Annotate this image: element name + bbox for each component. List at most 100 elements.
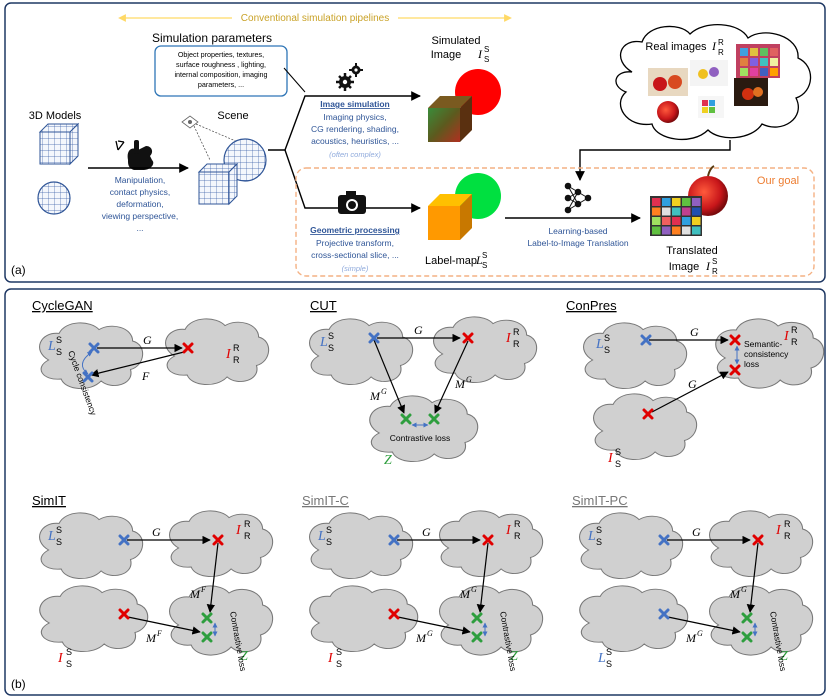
manip-line: Manipulation,: [115, 175, 166, 185]
color-swatch: [662, 207, 671, 216]
op-arrow: [434, 340, 469, 414]
sym-main: L: [595, 337, 604, 352]
green-x-mark: [201, 631, 213, 643]
cloud: [439, 585, 544, 656]
sym-main: L: [47, 529, 56, 544]
translated-sup: S: [712, 257, 717, 266]
op-main: M: [685, 631, 697, 645]
real-image-thumbnails: [648, 44, 780, 123]
color-swatch: [692, 198, 701, 206]
sym-sup: S: [596, 525, 602, 535]
color-swatch: [692, 217, 701, 225]
op-sup: F: [156, 629, 162, 638]
op-label: G: [692, 525, 701, 539]
sym-sub: R: [233, 355, 240, 365]
manip-line: viewing perspective,: [102, 211, 179, 221]
to-image-sim-arrow: [268, 91, 421, 151]
green-x-mark: [471, 612, 483, 624]
method-conpres: ConPres L S S I R R I S S G G Semantic- …: [566, 298, 825, 469]
sym-main: I: [225, 347, 232, 362]
color-swatch: [662, 226, 671, 235]
op-label: F: [141, 369, 150, 383]
color-swatch: [652, 198, 661, 206]
op-arrow: [667, 616, 741, 635]
sim-params-text: Object properties, textures, surface rou…: [174, 50, 267, 89]
camera-icon: [338, 191, 366, 214]
panel-a-frame: [4, 2, 826, 283]
sym-sub: S: [596, 537, 602, 547]
image-sim-line: Imaging physics,: [323, 112, 386, 122]
color-swatch: [652, 226, 661, 235]
green-x-mark: [741, 631, 753, 643]
sym-main: I: [783, 329, 790, 344]
method-title: SimIT: [32, 493, 66, 508]
blue-x-mark: [368, 332, 380, 344]
op-sup: G: [381, 387, 387, 396]
cloud: [593, 393, 698, 461]
green-x-mark: [428, 413, 440, 425]
red-x-mark: [118, 608, 130, 620]
color-swatch: [652, 217, 661, 225]
real-to-learning-arrow: [575, 140, 731, 181]
op-arrow: [206, 542, 219, 613]
blue-x-mark: [640, 334, 652, 346]
geo-title: Geometric processing: [310, 225, 400, 235]
sphere-model: [37, 181, 71, 215]
translated-symbol: I: [705, 259, 711, 273]
color-swatch: [692, 207, 701, 216]
op-main: M: [369, 389, 381, 403]
cloud: [709, 585, 814, 656]
manip-line: ...: [136, 223, 143, 233]
method-title: ConPres: [566, 298, 617, 313]
sym-sub: R: [791, 337, 798, 347]
op-arrow: [90, 351, 185, 378]
sym-sub: S: [328, 343, 334, 353]
op-main: M: [189, 587, 201, 601]
sym-sup: S: [56, 525, 62, 535]
sim-params-line: parameters, ...: [198, 80, 244, 89]
hand-icon: [115, 140, 154, 170]
image-sim-line: acoustics, heuristics, ...: [311, 136, 399, 146]
sym-L-S: L S S: [319, 331, 334, 353]
sym-main: I: [775, 523, 782, 538]
label-map-sub: S: [482, 261, 487, 270]
geo-line: Projective transform,: [316, 238, 394, 248]
sym-I-R: I R R: [225, 343, 240, 365]
cloud: [309, 318, 414, 386]
sym-sub: S: [336, 659, 342, 669]
sym-Z: Z: [240, 649, 248, 664]
red-x-mark: [729, 334, 741, 346]
sim-image-label-2: Image: [431, 49, 462, 61]
side-label: Contrastive loss: [390, 433, 450, 443]
translated-line-2: Image: [669, 261, 700, 273]
gears-icon: [336, 63, 363, 91]
image-sim-title: Image simulation: [320, 99, 389, 109]
color-swatch: [672, 226, 681, 235]
sym-Z: Z: [384, 453, 392, 468]
sym-sub: S: [326, 537, 332, 547]
op-main: M: [454, 377, 466, 391]
cloud: [433, 316, 538, 384]
manip-line: deformation,: [116, 199, 163, 209]
learning-line-1: Learning-based: [548, 226, 607, 236]
op-sup: G: [697, 629, 703, 638]
sim-params-line: Object properties, textures,: [178, 50, 264, 59]
cube-model: [38, 122, 80, 166]
geo-line: cross-sectional slice, ...: [311, 250, 399, 260]
sym-sup: S: [328, 331, 334, 341]
method-title: CycleGAN: [32, 298, 93, 313]
op-arrow: [397, 616, 471, 635]
method-title: SimIT-PC: [572, 493, 628, 508]
sym-sup: R: [244, 519, 251, 529]
op-main: M: [459, 587, 471, 601]
sym-sup: S: [66, 647, 72, 657]
sym-main: I: [327, 651, 334, 666]
